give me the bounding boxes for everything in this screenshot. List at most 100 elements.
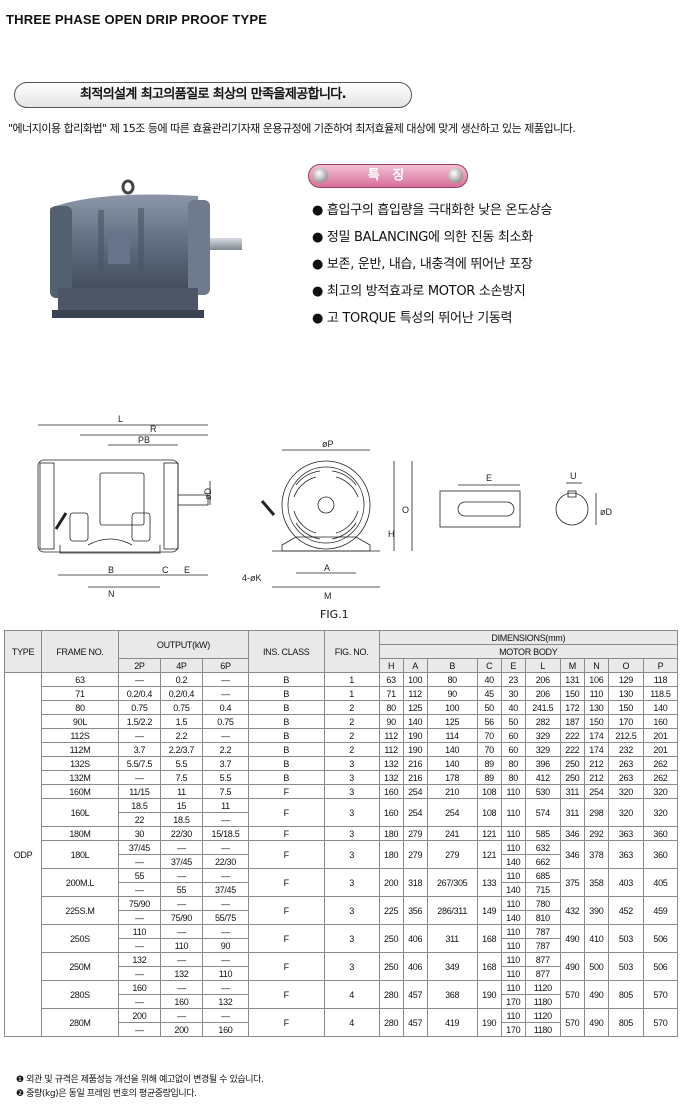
dimension-cell: 100 xyxy=(426,700,478,715)
dimension-cell: 632 xyxy=(524,840,561,855)
output-cell: 160 xyxy=(159,994,203,1009)
dimension-cell: 490 xyxy=(559,952,585,981)
header-dimensions: DIMENSIONS(mm) xyxy=(378,630,679,645)
output-cell: 5.5/7.5 xyxy=(117,756,161,771)
output-cell: 55 xyxy=(117,868,161,883)
dimension-cell: 63 xyxy=(378,672,404,687)
output-cell: 200 xyxy=(159,1022,203,1037)
dimension-cell: 110 xyxy=(500,966,526,981)
dimension-cell: 490 xyxy=(583,980,609,1009)
fig-no-cell: 3 xyxy=(323,798,380,827)
dimension-cell: 216 xyxy=(402,756,428,771)
dimension-cell: 311 xyxy=(559,784,585,799)
dimension-cell: 110 xyxy=(500,868,526,883)
dimension-cell: 262 xyxy=(642,756,679,771)
output-cell: 11 xyxy=(201,798,249,813)
dimension-cell: 262 xyxy=(642,770,679,785)
dimension-cell: 263 xyxy=(607,756,644,771)
frame-cell: 90L xyxy=(41,714,119,729)
column-header-dimension: C xyxy=(476,658,502,673)
dimension-cell: 170 xyxy=(500,994,526,1009)
output-cell: 3.7 xyxy=(201,756,249,771)
output-cell: 110 xyxy=(201,966,249,981)
dimension-cell: 110 xyxy=(500,952,526,967)
output-cell: 132 xyxy=(159,966,203,981)
dimension-cell: 506 xyxy=(642,924,679,953)
output-cell: 22/30 xyxy=(201,854,249,869)
output-cell: 3.7 xyxy=(117,742,161,757)
dimension-cell: 329 xyxy=(524,728,561,743)
dimension-cell: 298 xyxy=(583,798,609,827)
dimension-cell: 254 xyxy=(583,784,609,799)
dimension-cell: 406 xyxy=(402,952,428,981)
dimension-cell: 201 xyxy=(642,742,679,757)
dimension-cell: 787 xyxy=(524,924,561,939)
frame-cell: 160L xyxy=(41,798,119,827)
dimension-cell: 110 xyxy=(500,980,526,995)
dimension-cell: 1180 xyxy=(524,1022,561,1037)
dimension-cell: 23 xyxy=(500,672,526,687)
output-cell: — xyxy=(201,896,249,911)
dimension-cell: 375 xyxy=(559,868,585,897)
dimension-cell: 160 xyxy=(378,784,404,799)
output-cell: 15/18.5 xyxy=(201,826,249,841)
dimension-cell: 150 xyxy=(607,700,644,715)
dimension-cell: 358 xyxy=(583,868,609,897)
fig-no-cell: 3 xyxy=(323,784,380,799)
dimension-cell: 585 xyxy=(524,826,561,841)
spec-table: TYPE FRAME NO. OUTPUT(kW) INS. CLASS FIG… xyxy=(3,630,679,1037)
column-header-dimension: N xyxy=(583,658,609,673)
dimension-cell: 106 xyxy=(583,672,609,687)
fig-no-cell: 3 xyxy=(323,770,380,785)
dimension-cell: 311 xyxy=(559,798,585,827)
side-view xyxy=(37,424,211,588)
dimension-cell: 50 xyxy=(476,700,502,715)
dimension-cell: 132 xyxy=(378,770,404,785)
column-header-pole: 6P xyxy=(201,658,249,673)
dimension-cell: 110 xyxy=(500,1008,526,1023)
frame-cell: 132M xyxy=(41,770,119,785)
frame-cell: 160M xyxy=(41,784,119,799)
output-cell: 0.75 xyxy=(159,700,203,715)
header-type: TYPE xyxy=(3,630,43,673)
ins-class-cell: F xyxy=(247,1008,325,1037)
dimension-cell: 452 xyxy=(607,896,644,925)
output-cell: 1.5 xyxy=(159,714,203,729)
dimension-cell: 225 xyxy=(378,896,404,925)
output-cell: 110 xyxy=(159,938,203,953)
dimension-cell: 320 xyxy=(607,798,644,827)
dimension-cell: 500 xyxy=(583,952,609,981)
dimension-cell: 108 xyxy=(476,798,502,827)
column-header-dimension: M xyxy=(559,658,585,673)
dimension-cell: 140 xyxy=(426,756,478,771)
dimension-cell: 570 xyxy=(642,980,679,1009)
label-E2: E xyxy=(486,473,492,483)
output-cell: — xyxy=(201,952,249,967)
dimension-cell: 530 xyxy=(524,784,561,799)
dimension-cell: 125 xyxy=(426,714,478,729)
dimension-cell: 280 xyxy=(378,980,404,1009)
frame-cell: 71 xyxy=(41,686,119,701)
dimension-cell: 129 xyxy=(607,672,644,687)
dimension-cell: 250 xyxy=(378,952,404,981)
frame-cell: 80 xyxy=(41,700,119,715)
frame-cell: 250S xyxy=(41,924,119,953)
dimension-cell: 140 xyxy=(500,854,526,869)
output-cell: — xyxy=(159,980,203,995)
output-cell: 0.2/0.4 xyxy=(117,686,161,701)
column-header-pole: 4P xyxy=(159,658,203,673)
dimension-cell: 506 xyxy=(642,952,679,981)
ins-class-cell: F xyxy=(247,826,325,841)
dimension-cell: 90 xyxy=(426,686,478,701)
label-B: B xyxy=(108,565,114,575)
dimension-cell: 140 xyxy=(500,910,526,925)
dimension-cell: 279 xyxy=(402,840,428,869)
